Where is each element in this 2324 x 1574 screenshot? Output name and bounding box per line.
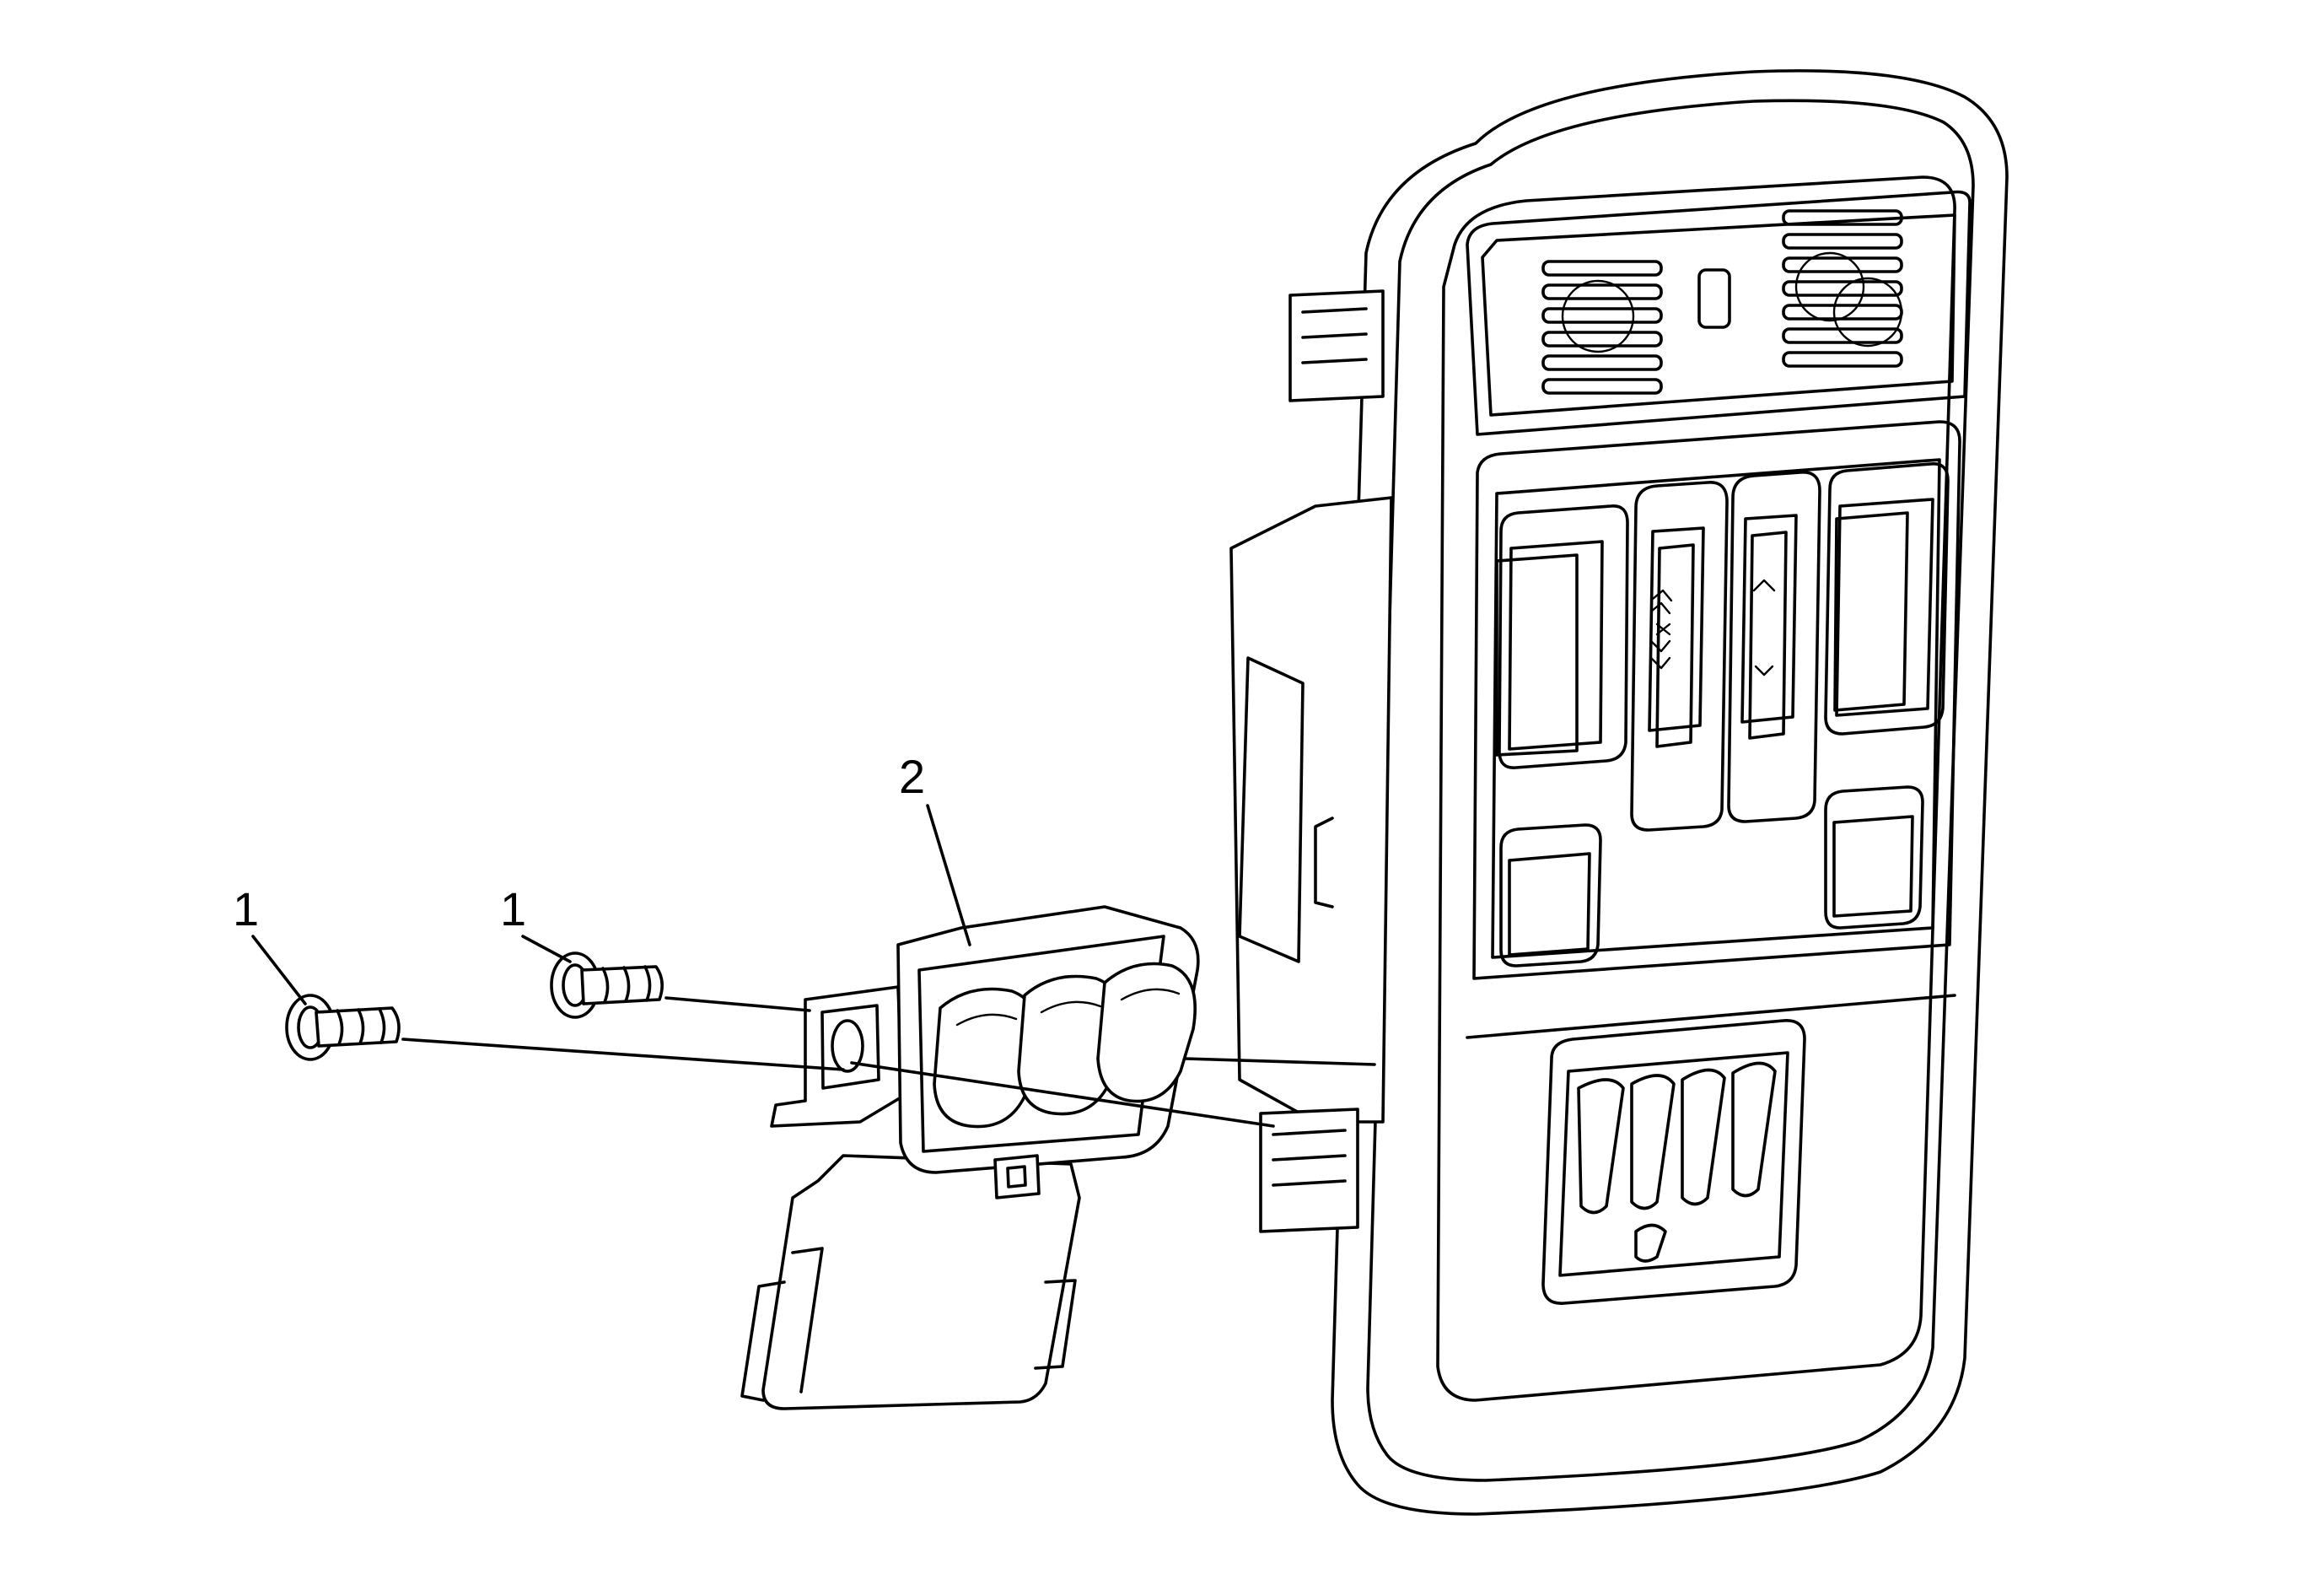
callout-screw-left: 1 bbox=[233, 882, 307, 1005]
callout-label: 1 bbox=[500, 882, 526, 935]
callout-screw-right: 1 bbox=[500, 882, 572, 963]
overhead-console bbox=[1331, 69, 2009, 1516]
callout-module: 2 bbox=[899, 750, 971, 946]
left-map-lamp-button[interactable] bbox=[1495, 504, 1629, 769]
switch-slot-4[interactable] bbox=[1731, 1061, 1777, 1198]
switch-slot-3[interactable] bbox=[1681, 1068, 1726, 1206]
switch-slot-2[interactable] bbox=[1630, 1074, 1676, 1210]
callout-label: 2 bbox=[899, 750, 925, 803]
callout-label: 1 bbox=[233, 882, 259, 935]
sunroof-rocker-switch[interactable] bbox=[1630, 481, 1729, 832]
switch-module[interactable] bbox=[740, 905, 1200, 1410]
connector bbox=[993, 1154, 1041, 1199]
sunshade-rocker-switch[interactable] bbox=[1727, 471, 1821, 823]
sensor-icon bbox=[1697, 268, 1731, 329]
right-vent bbox=[1782, 209, 1903, 368]
screw-left bbox=[285, 994, 401, 1061]
switch-slot-1[interactable] bbox=[1577, 1078, 1625, 1215]
drop-indicator-icon bbox=[1634, 1223, 1667, 1263]
lower-switch-cluster bbox=[1541, 1019, 1806, 1305]
console-rear-housing bbox=[1229, 289, 1393, 1233]
left-small-button[interactable] bbox=[1499, 823, 1602, 968]
right-small-button[interactable] bbox=[1824, 785, 1924, 930]
left-vent bbox=[1541, 260, 1663, 395]
screw-right bbox=[550, 951, 664, 1019]
module-button-3[interactable] bbox=[1096, 962, 1197, 1103]
alignment-lines bbox=[401, 996, 1376, 1128]
right-map-lamp-button[interactable] bbox=[1824, 462, 1950, 736]
